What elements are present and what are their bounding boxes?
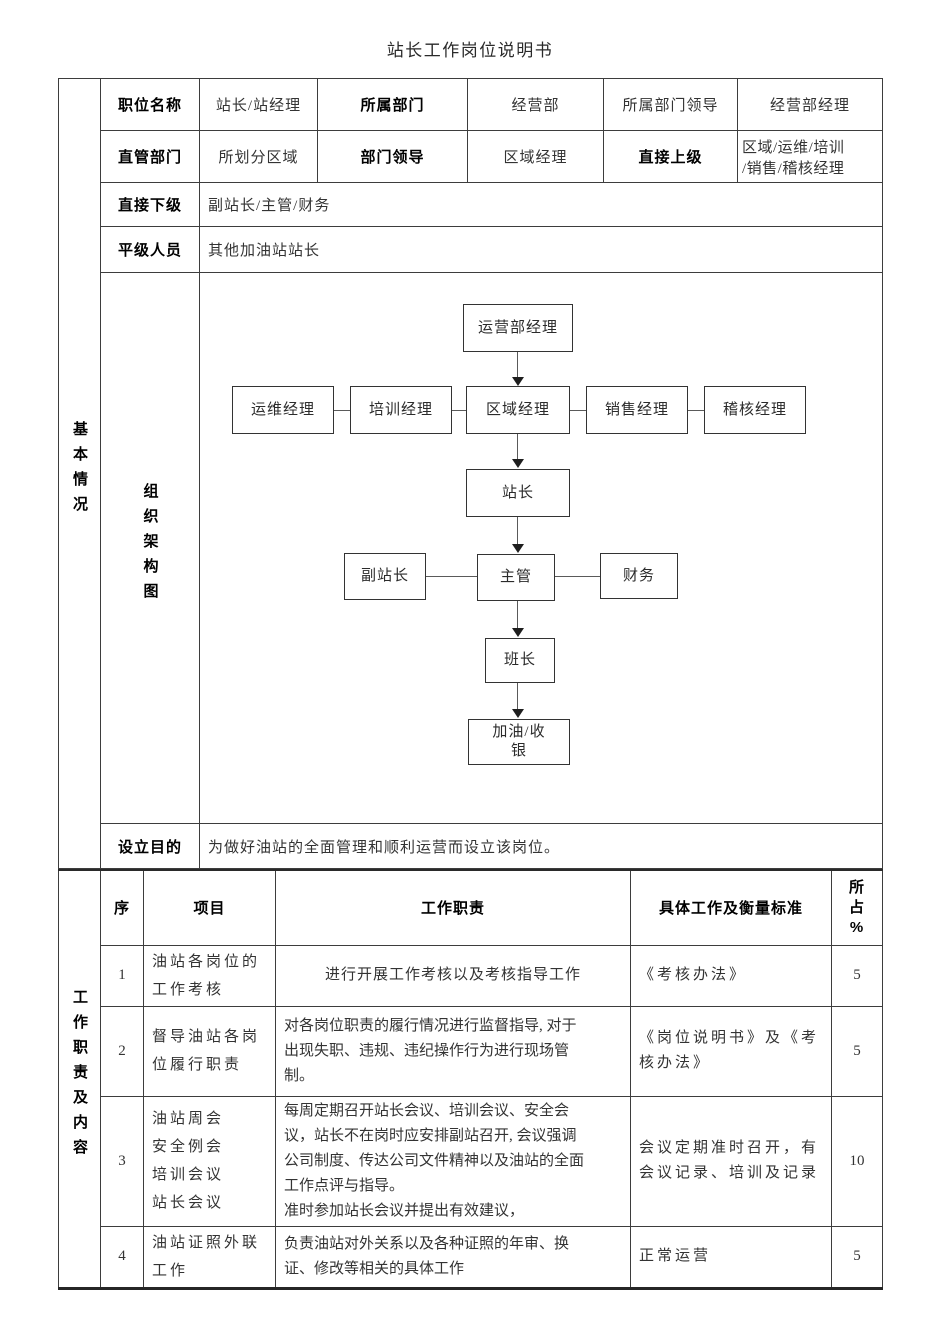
position-name-value: 站长/站经理: [199, 78, 318, 131]
duty-percent: 5: [831, 1225, 883, 1289]
document-page: 站长工作岗位说明书 基本情况 职位名称 站长/站经理 所属部门 经营部 所属部门…: [58, 40, 883, 1290]
arrow-down-icon: [512, 459, 524, 468]
org-node-finance: 财务: [600, 553, 678, 599]
org-connector-vertical: [517, 683, 518, 710]
duty-standard: 会议定期准时召开，有 会议记录、培训及记录: [630, 1095, 832, 1227]
direct-subordinate-label: 直接下级: [100, 182, 200, 227]
col-header-duty: 工作职责: [275, 869, 631, 946]
basic-info-table: 基本情况 职位名称 站长/站经理 所属部门 经营部 所属部门领导 经营部经理 直…: [58, 78, 883, 869]
arrow-down-icon: [512, 709, 524, 718]
duty-row: 1 油站各岗位的 工作考核 进行开展工作考核以及考核指导工作 《考核办法》 5: [59, 944, 883, 1007]
org-connector-horizontal: [570, 410, 586, 411]
direct-dept-label: 直管部门: [100, 130, 200, 183]
arrow-down-icon: [512, 628, 524, 637]
direct-superior-value: 区域/运维/培训 /销售/稽核经理: [737, 130, 883, 183]
peer-staff-value: 其他加油站站长: [199, 226, 883, 273]
col-header-item: 项目: [143, 869, 276, 946]
org-connector-vertical: [517, 601, 518, 629]
org-connector-horizontal: [555, 576, 600, 577]
duty-description: 每周定期召开站长会议、培训会议、安全会 议，站长不在岗时应安排副站召开, 会议强…: [275, 1095, 631, 1227]
org-node-regional-manager: 区域经理: [466, 386, 570, 434]
department-label: 所属部门: [317, 78, 468, 131]
purpose-label: 设立目的: [100, 823, 200, 869]
duty-description: 进行开展工作考核以及考核指导工作: [275, 944, 631, 1007]
duty-seq: 3: [100, 1095, 144, 1227]
duty-item: 油站周会 安全例会 培训会议 站长会议: [143, 1095, 276, 1227]
department-value: 经营部: [467, 78, 604, 131]
org-connector-vertical: [517, 352, 518, 378]
department-leader-label: 所属部门领导: [603, 78, 738, 131]
direct-dept-value: 所划分区域: [199, 130, 318, 183]
org-connector-horizontal: [688, 410, 704, 411]
duties-side-label-cell: 工作职责及内容: [58, 869, 101, 1289]
org-node-operations-manager: 运营部经理: [463, 304, 573, 352]
arrow-down-icon: [512, 544, 524, 553]
org-node-training-manager: 培训经理: [350, 386, 452, 434]
duty-seq: 1: [100, 944, 144, 1007]
duties-table: 工作职责及内容 序 项目 工作职责 具体工作及衡量标准 所 占 % 1 油站各岗…: [58, 869, 883, 1290]
org-node-audit-manager: 稽核经理: [704, 386, 806, 434]
org-node-sales-manager: 销售经理: [586, 386, 688, 434]
org-connector-horizontal: [426, 576, 477, 577]
duties-side-label: 工作职责及内容: [71, 988, 88, 1164]
org-chart-label: 组织架构图: [141, 483, 159, 608]
duty-row: 4 油站证照外联 工作 负责油站对外关系以及各种证照的年审、换 证、修改等相关的…: [59, 1225, 883, 1289]
org-node-station-manager: 站长: [466, 469, 570, 517]
col-header-standard: 具体工作及衡量标准: [630, 869, 832, 946]
org-node-deputy-station-manager: 副站长: [344, 553, 426, 600]
duty-standard: 《考核办法》: [630, 944, 832, 1007]
org-node-supervisor: 主管: [477, 554, 555, 601]
direct-subordinate-value: 副站长/主管/财务: [199, 182, 883, 227]
dept-leader-value: 区域经理: [467, 130, 604, 183]
org-chart-label-cell: 组织架构图: [100, 272, 200, 824]
org-connector-horizontal: [334, 410, 350, 411]
dept-leader-label: 部门领导: [317, 130, 468, 183]
org-node-shift-leader: 班长: [485, 638, 555, 683]
org-connector-horizontal: [452, 410, 466, 411]
col-header-seq: 序: [100, 869, 144, 946]
duty-percent: 5: [831, 1005, 883, 1097]
duty-description: 对各岗位职责的履行情况进行监督指导, 对于 出现失职、违规、违纪操作行为进行现场…: [275, 1005, 631, 1097]
org-connector-vertical: [517, 517, 518, 545]
peer-staff-label: 平级人员: [100, 226, 200, 273]
duty-seq: 4: [100, 1225, 144, 1289]
duty-percent: 10: [831, 1095, 883, 1227]
duty-item: 油站证照外联 工作: [143, 1225, 276, 1289]
duty-item: 油站各岗位的 工作考核: [143, 944, 276, 1007]
basic-info-side-label-cell: 基本情况: [58, 78, 101, 869]
duty-standard: 《岗位说明书》及《考 核办法》: [630, 1005, 832, 1097]
duty-standard: 正常运营: [630, 1225, 832, 1289]
duty-description: 负责油站对外关系以及各种证照的年审、换 证、修改等相关的具体工作: [275, 1225, 631, 1289]
org-connector-vertical: [517, 434, 518, 460]
basic-info-side-label: 基本情况: [71, 421, 88, 521]
direct-superior-label: 直接上级: [603, 130, 738, 183]
arrow-down-icon: [512, 377, 524, 386]
position-name-label: 职位名称: [100, 78, 200, 131]
duty-row: 2 督导油站各岗 位履行职责 对各岗位职责的履行情况进行监督指导, 对于 出现失…: [59, 1005, 883, 1097]
org-node-refueling-cashier: 加油/收 银: [468, 719, 570, 765]
duty-seq: 2: [100, 1005, 144, 1097]
document-title: 站长工作岗位说明书: [386, 41, 554, 60]
duty-row: 3 油站周会 安全例会 培训会议 站长会议 每周定期召开站长会议、培训会议、安全…: [59, 1095, 883, 1227]
purpose-value: 为做好油站的全面管理和顺利运营而设立该岗位。: [199, 823, 883, 869]
duty-item: 督导油站各岗 位履行职责: [143, 1005, 276, 1097]
duty-percent: 5: [831, 944, 883, 1007]
col-header-percent: 所 占 %: [831, 869, 883, 946]
org-chart: 运营部经理 运维经理 培训经理 区域经理 销售经理 稽核经理 站长: [199, 272, 883, 824]
department-leader-value: 经营部经理: [737, 78, 883, 131]
org-node-ops-maintenance-manager: 运维经理: [232, 386, 334, 434]
